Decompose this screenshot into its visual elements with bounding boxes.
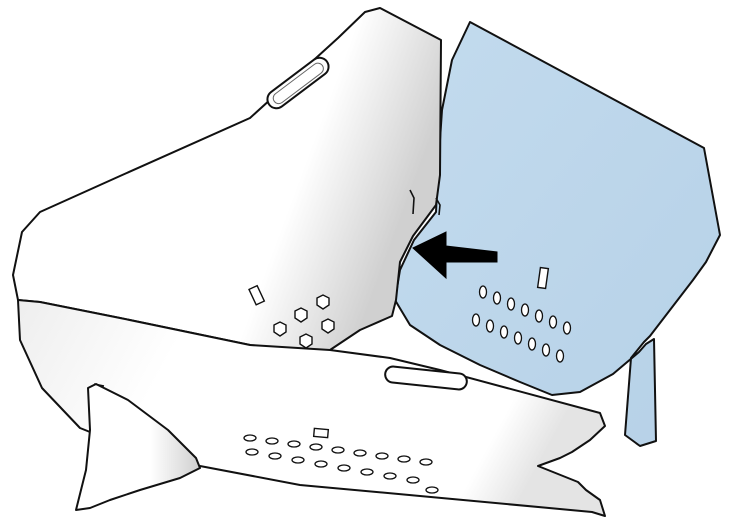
rear-panel [12, 7, 442, 356]
handle-slot [266, 56, 330, 110]
perforations [471, 285, 572, 363]
perforations [243, 434, 439, 494]
front-panel [17, 299, 606, 517]
hex-holes [273, 294, 335, 349]
insert-arrow [412, 231, 498, 280]
tab-slot [248, 284, 266, 306]
handle-slot [384, 365, 468, 391]
tab-slot [536, 266, 550, 290]
tab-slot [312, 427, 330, 439]
side-panel [394, 21, 721, 447]
front-leg [75, 383, 201, 511]
